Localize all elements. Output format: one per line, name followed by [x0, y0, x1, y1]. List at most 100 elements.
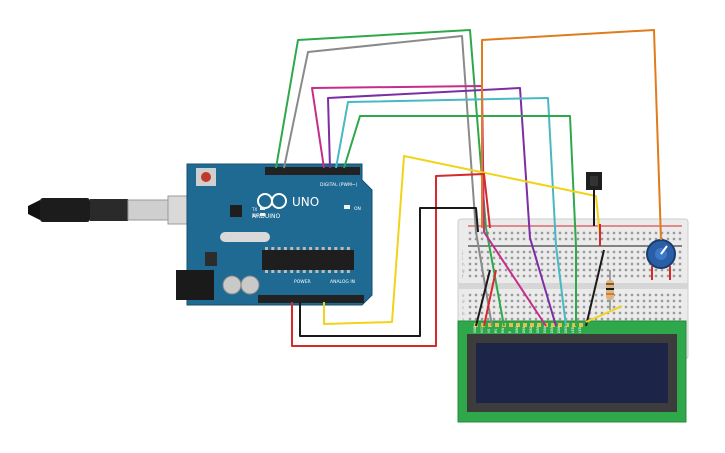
breadboard-hole[interactable] — [480, 317, 484, 321]
breadboard-hole[interactable] — [558, 305, 562, 309]
breadboard-hole[interactable] — [504, 293, 508, 297]
breadboard-hole[interactable] — [678, 268, 682, 272]
breadboard-hole[interactable] — [594, 231, 598, 235]
breadboard-hole[interactable] — [678, 231, 682, 235]
lcd-pin[interactable] — [579, 323, 583, 327]
breadboard-hole[interactable] — [540, 256, 544, 260]
breadboard-hole[interactable] — [582, 299, 586, 303]
breadboard-hole[interactable] — [510, 293, 514, 297]
breadboard-hole[interactable] — [612, 237, 616, 241]
breadboard-hole[interactable] — [600, 231, 604, 235]
breadboard-hole[interactable] — [510, 268, 514, 272]
breadboard-hole[interactable] — [660, 317, 664, 321]
breadboard-hole[interactable] — [558, 293, 562, 297]
breadboard-hole[interactable] — [540, 237, 544, 241]
breadboard-hole[interactable] — [534, 237, 538, 241]
breadboard-hole[interactable] — [510, 317, 514, 321]
breadboard-hole[interactable] — [648, 293, 652, 297]
breadboard-hole[interactable] — [564, 268, 568, 272]
lcd-pin[interactable] — [572, 323, 576, 327]
breadboard-hole[interactable] — [594, 274, 598, 278]
breadboard-hole[interactable] — [486, 311, 490, 315]
breadboard-hole[interactable] — [588, 237, 592, 241]
breadboard-hole[interactable] — [636, 274, 640, 278]
power-jack[interactable] — [176, 270, 214, 300]
breadboard-hole[interactable] — [612, 231, 616, 235]
breadboard-hole[interactable] — [570, 262, 574, 266]
breadboard-hole[interactable] — [588, 293, 592, 297]
breadboard-hole[interactable] — [582, 311, 586, 315]
breadboard-hole[interactable] — [492, 256, 496, 260]
breadboard-hole[interactable] — [636, 311, 640, 315]
breadboard-hole[interactable] — [606, 268, 610, 272]
breadboard-hole[interactable] — [516, 299, 520, 303]
breadboard-hole[interactable] — [504, 268, 508, 272]
breadboard-hole[interactable] — [576, 262, 580, 266]
breadboard-hole[interactable] — [468, 237, 472, 241]
breadboard-hole[interactable] — [576, 293, 580, 297]
breadboard-hole[interactable] — [498, 317, 502, 321]
breadboard-hole[interactable] — [492, 262, 496, 266]
breadboard-hole[interactable] — [468, 317, 472, 321]
breadboard-hole[interactable] — [480, 237, 484, 241]
breadboard-hole[interactable] — [672, 293, 676, 297]
breadboard-hole[interactable] — [654, 268, 658, 272]
breadboard-hole[interactable] — [672, 237, 676, 241]
breadboard-hole[interactable] — [600, 305, 604, 309]
breadboard-hole[interactable] — [624, 293, 628, 297]
breadboard-hole[interactable] — [528, 262, 532, 266]
breadboard-hole[interactable] — [594, 299, 598, 303]
breadboard-hole[interactable] — [636, 317, 640, 321]
breadboard-hole[interactable] — [672, 299, 676, 303]
breadboard-hole[interactable] — [474, 317, 478, 321]
breadboard-hole[interactable] — [468, 268, 472, 272]
breadboard-hole[interactable] — [492, 231, 496, 235]
breadboard-hole[interactable] — [588, 256, 592, 260]
breadboard-hole[interactable] — [594, 305, 598, 309]
breadboard-hole[interactable] — [528, 274, 532, 278]
breadboard-hole[interactable] — [528, 311, 532, 315]
breadboard-hole[interactable] — [516, 311, 520, 315]
breadboard-hole[interactable] — [624, 311, 628, 315]
breadboard-hole[interactable] — [582, 293, 586, 297]
breadboard-hole[interactable] — [468, 231, 472, 235]
breadboard-hole[interactable] — [546, 256, 550, 260]
breadboard-hole[interactable] — [564, 311, 568, 315]
breadboard-hole[interactable] — [468, 299, 472, 303]
breadboard-hole[interactable] — [678, 305, 682, 309]
breadboard-hole[interactable] — [642, 231, 646, 235]
breadboard-hole[interactable] — [486, 256, 490, 260]
breadboard-hole[interactable] — [558, 250, 562, 254]
breadboard-hole[interactable] — [552, 268, 556, 272]
breadboard-hole[interactable] — [564, 299, 568, 303]
breadboard-hole[interactable] — [486, 250, 490, 254]
breadboard-hole[interactable] — [564, 262, 568, 266]
breadboard-hole[interactable] — [624, 250, 628, 254]
breadboard-hole[interactable] — [510, 305, 514, 309]
breadboard-hole[interactable] — [582, 237, 586, 241]
breadboard-hole[interactable] — [504, 237, 508, 241]
breadboard-hole[interactable] — [672, 311, 676, 315]
lcd-pin[interactable] — [537, 323, 541, 327]
breadboard-hole[interactable] — [510, 299, 514, 303]
breadboard-hole[interactable] — [570, 305, 574, 309]
breadboard-hole[interactable] — [552, 250, 556, 254]
breadboard-hole[interactable] — [546, 317, 550, 321]
breadboard-hole[interactable] — [468, 274, 472, 278]
breadboard-hole[interactable] — [672, 268, 676, 272]
breadboard-hole[interactable] — [666, 237, 670, 241]
breadboard-hole[interactable] — [642, 256, 646, 260]
breadboard-hole[interactable] — [660, 231, 664, 235]
breadboard-hole[interactable] — [498, 250, 502, 254]
breadboard-hole[interactable] — [522, 274, 526, 278]
breadboard-hole[interactable] — [582, 256, 586, 260]
breadboard-hole[interactable] — [570, 256, 574, 260]
breadboard-hole[interactable] — [498, 311, 502, 315]
breadboard-hole[interactable] — [666, 274, 670, 278]
breadboard-hole[interactable] — [630, 262, 634, 266]
lcd-pin[interactable] — [488, 323, 492, 327]
breadboard-hole[interactable] — [642, 293, 646, 297]
breadboard-hole[interactable] — [630, 274, 634, 278]
breadboard-hole[interactable] — [606, 317, 610, 321]
